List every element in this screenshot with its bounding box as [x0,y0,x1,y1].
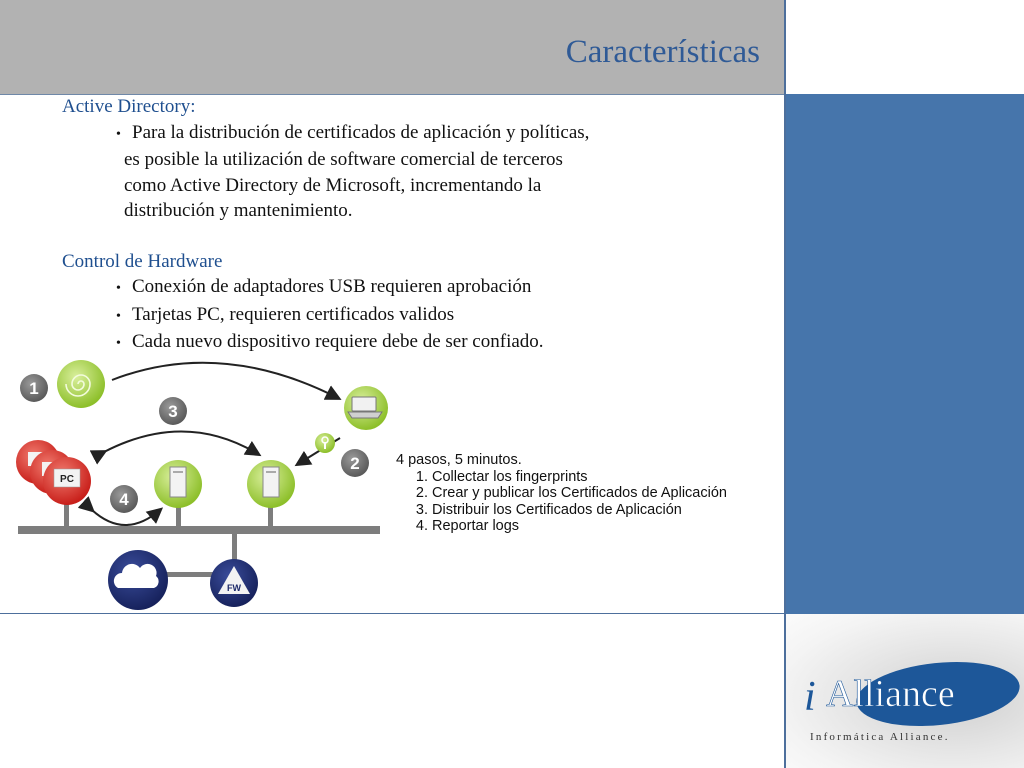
server-icon [154,460,202,508]
step-item: Distribuir los Certificados de Aplicació… [432,502,727,519]
bullet-continuation: es posible la utilización de software co… [124,149,563,170]
section-heading-control-hardware: Control de Hardware [62,250,223,272]
logo-tagline: Informática Alliance. [810,731,950,743]
steps-title: 4 pasos, 5 minutos. [396,452,522,468]
cloud-icon [108,550,168,610]
laptop-icon [344,386,388,430]
slide-body: Active Directory: •Para la distribución … [62,94,762,357]
server-icon [247,460,295,508]
step-item: Crear y publicar los Certificados de Apl… [432,485,727,502]
svg-text:1: 1 [29,379,38,398]
bottom-divider [0,613,786,614]
svg-text:3: 3 [168,402,177,421]
logo-area: i Alliance Informática Alliance. [786,614,1024,768]
arrow-step-4 [77,496,164,526]
right-top-panel [786,0,1024,94]
bullet-dot-icon: • [116,308,121,324]
bullet-item: •Para la distribución de certificados de… [62,120,762,148]
firewall-icon: FW [210,559,258,607]
svg-text:2: 2 [350,454,359,473]
svg-text:4: 4 [119,490,129,509]
bullet-dot-icon: • [116,126,121,142]
pc-label: PC [60,474,74,485]
steps-ordered-list: Collectar los fingerprints Crear y publi… [396,469,727,535]
certificate-key-icon [315,433,335,453]
logo-i: i [804,674,816,720]
section-heading-active-directory: Active Directory: [62,96,196,117]
bullet-dot-icon: • [116,281,121,296]
pc-cluster: PC [16,440,91,505]
step-item: Collectar los fingerprints [432,469,727,486]
arrow-step-3 [89,430,262,465]
arrow-step-1 [111,361,342,400]
step-badge-2: 2 [341,449,369,477]
network-diagram: 1 3 2 4 [16,360,388,610]
step-item: Reportar logs [432,518,727,535]
firewall-label: FW [227,583,241,593]
bullet-item: •Cada nuevo dispositivo requiere debe de… [62,329,762,357]
bullet-item: •Conexión de adaptadores USB requieren a… [62,274,762,302]
bullet-continuation: como Active Directory de Microsoft, incr… [124,174,542,196]
bullet-item: •Tarjetas PC, requieren certificados val… [62,302,762,330]
step-badge-1: 1 [20,374,48,402]
vertical-divider [784,0,786,768]
slide-title: Características [565,34,760,70]
fingerprint-icon [57,360,105,408]
ialliance-logo: i Alliance Informática Alliance. [804,662,1020,743]
right-accent-panel [786,94,1024,614]
steps-list: 4 pasos, 5 minutos. Collectar los finger… [396,452,727,535]
logo-word: Alliance [826,673,955,715]
network-bus [18,500,380,577]
bullet-dot-icon: • [116,336,121,351]
title-bar: Características [0,0,784,95]
step-badge-4: 4 [110,485,138,513]
step-badge-3: 3 [159,397,187,425]
bullet-continuation: distribución y mantenimiento. [124,200,353,221]
